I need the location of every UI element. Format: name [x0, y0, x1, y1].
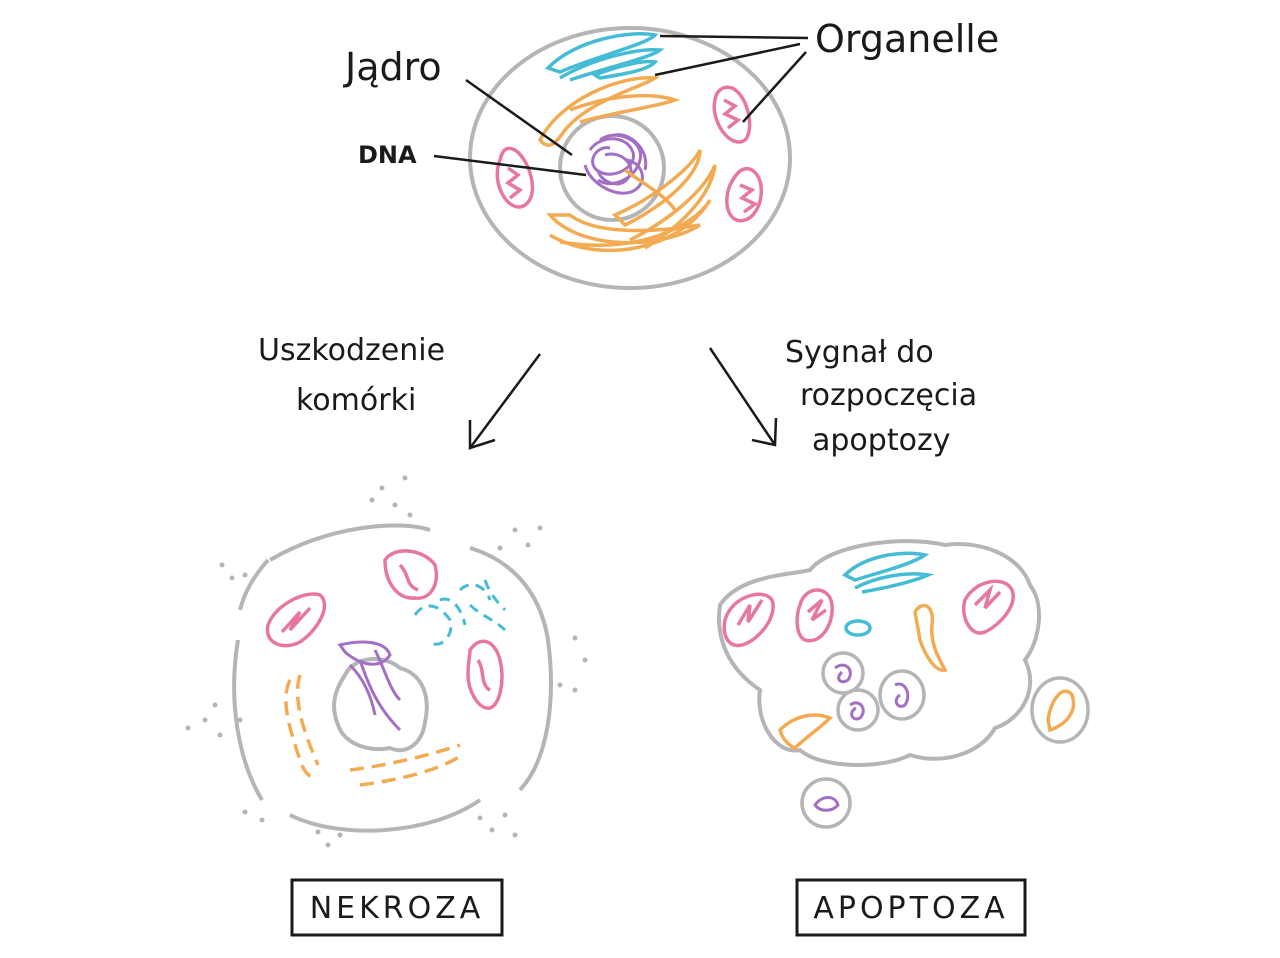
- label-apoptosis: APOPTOZA: [813, 891, 1008, 926]
- label-dna: DNA: [358, 141, 417, 169]
- mitochondria: [495, 85, 764, 223]
- label-necrosis: NEKROZA: [310, 891, 485, 926]
- broken-membrane: [232, 523, 553, 833]
- debris-dots: [185, 475, 588, 848]
- cell-membrane: [468, 26, 792, 290]
- arrow-right: [708, 347, 778, 447]
- nucleus: [558, 114, 666, 222]
- arrow-left: [468, 353, 542, 450]
- necrotic-golgi: [413, 579, 507, 646]
- necrotic-nucleus: [332, 656, 429, 753]
- necrosis-label-box: NEKROZA: [290, 878, 504, 937]
- caption-damage-line1: Uszkodzenie: [258, 333, 445, 368]
- apoptotic-golgi: [842, 551, 935, 637]
- caption-signal-line2: rozpoczęcia: [800, 378, 977, 413]
- callout-lines: [433, 34, 809, 177]
- caption-damage-line2: komórki: [296, 383, 416, 418]
- endoplasmic-reticulum: [537, 76, 717, 253]
- label-organelles: Organelle: [815, 17, 999, 61]
- blebbing-membrane: [717, 539, 1042, 768]
- necrotic-mitochondria: [265, 549, 504, 710]
- golgi-apparatus: [544, 32, 665, 82]
- necrotic-er: [284, 674, 463, 787]
- dna-strands: [583, 133, 648, 195]
- necrosis-cell: [185, 475, 588, 848]
- necrotic-dna: [337, 640, 402, 732]
- apoptosis-label-box: APOPTOZA: [795, 878, 1027, 937]
- nuclear-fragments: [821, 651, 926, 732]
- caption-signal-line1: Sygnał do: [785, 335, 934, 370]
- caption-signal-line3: apoptozy: [812, 423, 950, 458]
- apoptotic-er: [778, 603, 948, 751]
- apoptotic-body-dna: [800, 777, 852, 829]
- apoptotic-body-orange: [1030, 676, 1090, 744]
- apoptotic-mitochondria: [722, 579, 1015, 648]
- apoptosis-cell: [717, 539, 1090, 829]
- healthy-cell: [468, 26, 792, 290]
- label-nucleus: Jądro: [343, 45, 442, 89]
